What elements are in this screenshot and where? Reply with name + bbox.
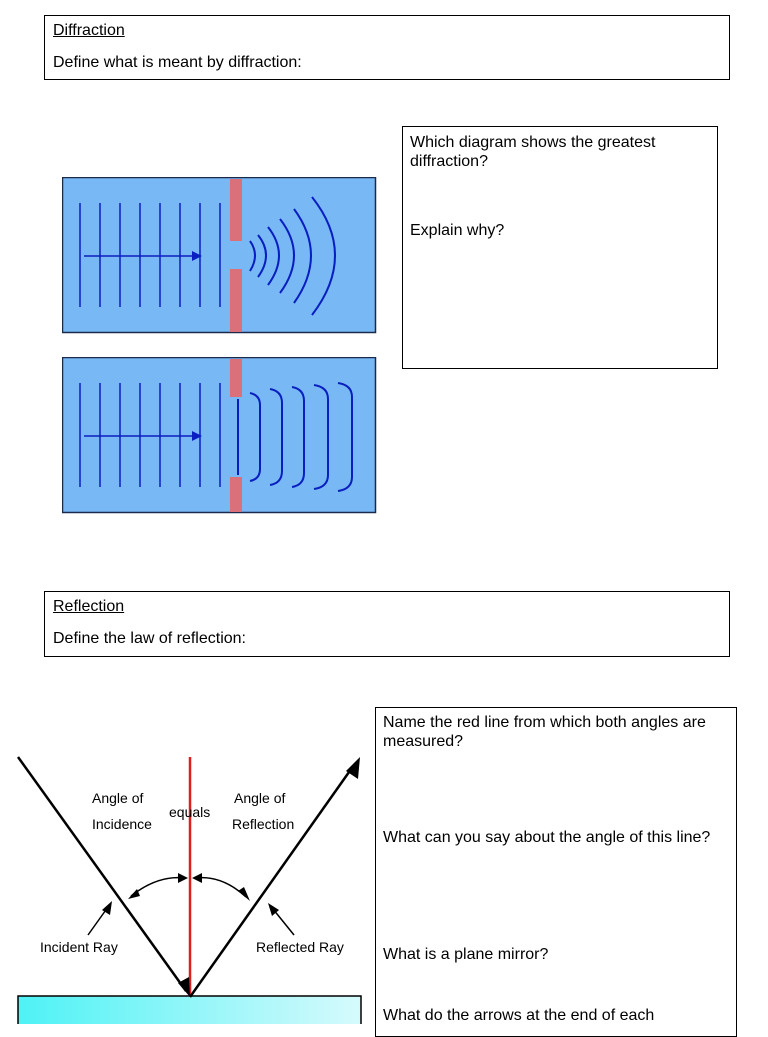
angle-incidence-label-1: Angle of (92, 790, 143, 806)
equals-label: equals (169, 804, 210, 820)
diffraction-diagram-narrow-gap (62, 177, 377, 334)
incident-ray (16, 756, 188, 992)
diffraction-question-greatest: Which diagram shows the greatest diffrac… (410, 134, 656, 170)
reflected-ray (188, 764, 356, 998)
diffraction-diagram-wide-gap (62, 357, 377, 514)
diffraction-heading: Diffraction (53, 22, 125, 39)
angle-reflection-label-2: Reflection (232, 816, 294, 832)
reflection-question-angle: What can you say about the angle of this… (383, 829, 711, 846)
angle-incidence-label-2: Incidence (92, 816, 152, 832)
reflection-question-arrows: What do the arrows at the end of each (383, 1007, 655, 1024)
reflected-ray-label: Reflected Ray (256, 939, 344, 955)
diffraction-definition-box: Diffraction Define what is meant by diff… (44, 15, 730, 80)
angle-reflection-label-1: Angle of (234, 790, 285, 806)
reflection-question-normal: Name the red line from which both angles… (383, 714, 706, 750)
diffraction-question-explain: Explain why? (410, 222, 505, 239)
reflection-prompt: Define the law of reflection: (53, 630, 246, 647)
reflection-diagram: Angle of Incidence equals Angle of Refle… (16, 756, 362, 1024)
plane-mirror (17, 995, 362, 1024)
reflection-heading: Reflection (53, 598, 125, 615)
diffraction-prompt: Define what is meant by diffraction: (53, 54, 302, 71)
diffraction-question-box: Which diagram shows the greatest diffrac… (402, 126, 718, 369)
reflection-question-box: Name the red line from which both angles… (375, 707, 737, 1037)
reflection-question-plane-mirror: What is a plane mirror? (383, 946, 549, 963)
reflection-definition-box: Reflection Define the law of reflection: (44, 591, 730, 657)
incident-ray-label: Incident Ray (40, 939, 118, 955)
